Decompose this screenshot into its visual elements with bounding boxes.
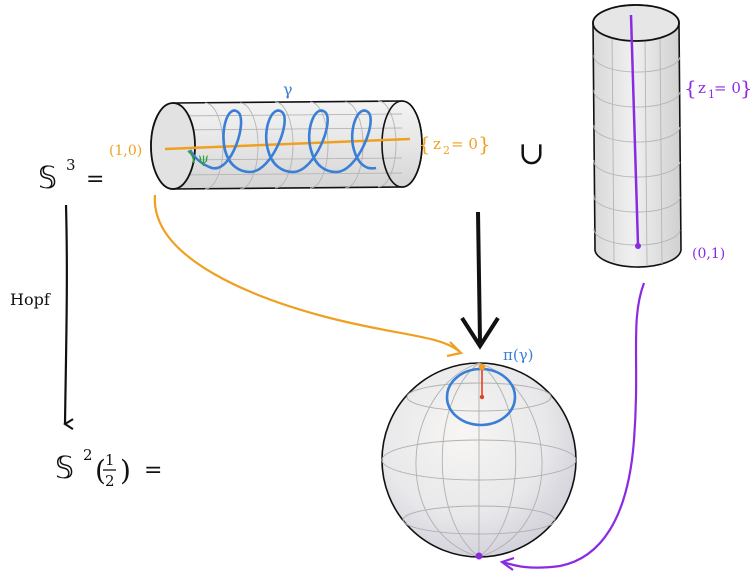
point-0-1-label: (0,1)	[692, 246, 725, 262]
z1-set-subscript: 1	[708, 88, 715, 101]
z1-set-open-brace: {	[684, 76, 697, 100]
pi-gamma-label: π(γ)	[503, 346, 534, 364]
s2-fraction-numerator: 1	[105, 451, 115, 469]
purple-fiber	[629, 14, 640, 246]
psi-angle-arc	[187, 150, 195, 164]
orange-fiber	[164, 137, 411, 151]
psi-label: ψ	[198, 151, 209, 167]
orange-north-dot	[478, 363, 486, 371]
union-symbol: ∪	[518, 134, 545, 172]
gamma-label: γ	[283, 80, 293, 99]
s3-symbol: 𝕊	[38, 161, 57, 196]
s2-fraction-denominator: 2	[105, 472, 115, 490]
s2-formula: 𝕊 2 ( 1 2 ) =	[55, 446, 162, 490]
s3-formula: 𝕊 3 =	[38, 156, 104, 196]
hopf-label: Hopf	[10, 290, 51, 309]
s2-equals: =	[144, 458, 162, 483]
s2-exponent: 2	[83, 446, 93, 464]
z1-set-equation: = 0	[714, 79, 741, 97]
vertical-cylinder-top-cap	[592, 4, 680, 42]
sphere: π(γ)	[381, 346, 577, 560]
vertical-cylinder-grid	[593, 31, 681, 267]
s2-open-paren: (	[95, 454, 106, 487]
s3-equals: =	[86, 167, 104, 192]
gamma-helix	[188, 109, 377, 174]
cylinder-right-cap	[381, 100, 423, 188]
purple-mapping-arrow	[499, 282, 646, 571]
z2-set-open-brace: {	[418, 132, 431, 156]
z1-set-close-brace: }	[740, 76, 750, 100]
z2-set-z: z	[433, 135, 441, 153]
hopf-arrow: Hopf	[10, 204, 74, 430]
z2-set-equation: = 0	[451, 135, 478, 153]
orange-mapping-arrow	[153, 194, 464, 358]
s2-symbol: 𝕊	[55, 451, 74, 486]
z1-set-z: z	[698, 79, 706, 97]
red-center-dot	[479, 394, 485, 400]
purple-south-dot	[475, 552, 483, 560]
s3-exponent: 3	[66, 156, 76, 174]
cylinder-left-cap	[150, 102, 196, 190]
horizontal-cylinder: ψ γ (1,0) { z 2 = 0 }	[109, 80, 491, 190]
vertical-cylinder: (0,1) { z 1 = 0 }	[592, 4, 750, 268]
sphere-grid	[381, 362, 577, 558]
z2-set-subscript: 2	[443, 144, 450, 157]
projection-arrow	[460, 211, 500, 350]
s2-close-paren: )	[120, 454, 131, 487]
point-1-0-label: (1,0)	[109, 143, 142, 159]
point-0-1-dot	[635, 243, 641, 249]
z2-set-close-brace: }	[478, 132, 491, 156]
